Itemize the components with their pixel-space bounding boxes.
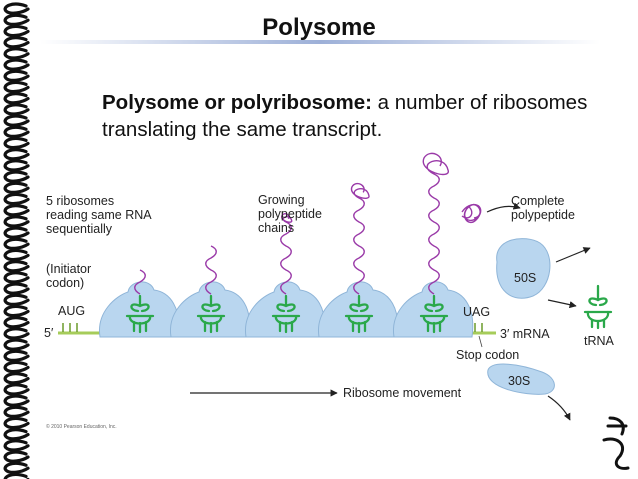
ribosome-2 [170,245,251,338]
label-uag: UAG [463,305,491,319]
polypeptide-chain-5 [422,152,449,295]
label-30s: 30S [508,374,531,388]
ribosome-3 [245,213,326,338]
arrow-30s-release [547,395,571,421]
corner-decoration-icon [602,416,630,470]
arrow-50s-release [555,247,591,263]
label-ribosomes-reading: 5 ribosomes reading same RNA sequentiall… [46,194,152,236]
label-complete-polypeptide: Complete polypeptide [511,194,575,222]
spiral-binding [3,2,30,479]
label-stop-codon: Stop codon [456,348,520,362]
label-50s: 50S [514,271,537,285]
copyright-notice: © 2010 Pearson Education, Inc. [46,424,117,430]
released-trna [583,284,613,330]
ribosome-1 [99,269,180,338]
slide-title: Polysome [262,14,376,41]
label-growing-chains: Growing polypeptide chains [258,193,322,235]
polypeptide-chain-4 [350,182,370,295]
label-aug: AUG [58,304,86,318]
label-initiator-codon: (Initiator codon) [46,262,92,290]
arrow-polypeptide-release [486,202,521,213]
label-five-prime: 5′ [44,326,54,340]
label-three-prime-mrna: 3′ mRNA [500,327,550,341]
slide-subtitle: Polysome or polyribosome: a number of ri… [102,89,622,143]
stop-codon-pointer [478,335,483,348]
subtitle-term: Polysome or polyribosome: [102,91,372,114]
polypeptide-chain-2 [205,245,217,295]
label-ribosome-movement: Ribosome movement [343,386,462,400]
free-50s-subunit [496,238,551,299]
arrow-trna-release [547,299,577,309]
subtitle-definition: a number of ribosomes translating the sa… [102,91,588,141]
ribosome-4 [318,182,399,338]
complete-polypeptide [461,204,482,224]
ribosome-5 [393,152,474,338]
label-trna: tRNA [584,334,614,348]
polypeptide-chain-3 [280,213,293,295]
free-30s-subunit [487,363,555,395]
aug-codon-ticks [62,323,78,332]
polypeptide-chain-1 [134,269,146,295]
title-underline [40,40,600,44]
